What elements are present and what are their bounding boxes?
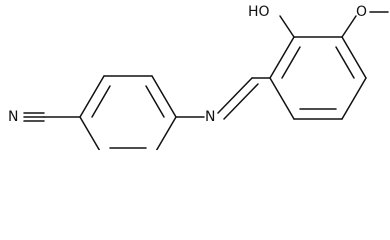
right-benzene-ring [269,36,367,120]
left-ring-bond-4 [155,116,177,150]
imine-double-bond-1 [217,77,253,114]
left-ring-inner-bond-2 [145,85,165,118]
nitrile-nitrogen-label: N [8,109,18,125]
left-ring-bond-3 [151,75,177,118]
methoxy-oxygen-bond [341,15,357,38]
right-ring-bond-1 [269,36,295,79]
hydroxyl-label: HO [248,4,270,20]
right-ring-inner-bond-2 [335,46,355,79]
right-ring-bond-3 [341,36,367,79]
methoxy-oxygen-label: O [356,4,367,20]
left-ring-inner-bond-1 [91,85,111,118]
nitrile-group: N [8,109,81,125]
left-ring-bond-6 [79,116,101,150]
left-ring-bond-1 [79,75,105,118]
imine-nitrogen-label: N [205,109,215,125]
right-ring-inner-bond-1 [281,46,301,79]
imine-double-bond-2 [223,83,259,120]
chemical-structure-diagram: N N HO [8,4,389,150]
imine-link: N [175,77,271,125]
right-ring-bond-4 [341,77,367,120]
hydroxyl-group: HO [248,4,295,38]
hydroxyl-bond [279,15,295,38]
methoxy-group: O [341,4,389,38]
left-benzene-ring [79,75,177,150]
right-ring-bond-6 [269,77,295,120]
